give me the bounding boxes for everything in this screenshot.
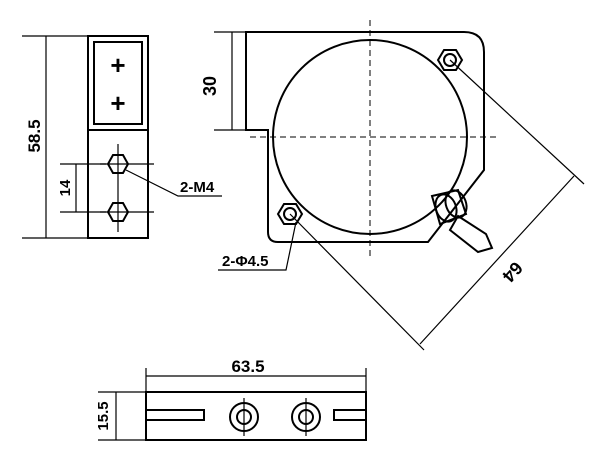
hex-nut-hole-bottom — [276, 203, 304, 225]
dim-label-58-5: 58.5 — [25, 119, 44, 152]
side-body-outline — [87, 35, 149, 239]
terminal-block — [93, 41, 143, 125]
bottom-view: 63.5 15.5 — [95, 357, 367, 441]
ext-line-64-top — [449, 59, 585, 185]
dim-label-14: 14 — [57, 179, 74, 196]
dim-line-64 — [419, 175, 575, 345]
dim-label-30: 30 — [200, 76, 220, 96]
slot-right — [333, 409, 367, 421]
gland-ring-1 — [434, 193, 458, 223]
slot-left — [145, 409, 205, 421]
hex-nut-hole-top — [436, 49, 464, 71]
leader-hole-dia — [218, 221, 297, 271]
front-body-outline — [245, 31, 485, 243]
plus-symbol-top: + — [110, 50, 125, 80]
dim-label-15-5: 15.5 — [95, 401, 112, 430]
label-2-m4: 2-M4 — [180, 179, 215, 196]
cable-gland — [430, 188, 494, 254]
hole-circle-bottom — [283, 207, 297, 221]
side-view: + + 58.5 14 2-M4 — [22, 35, 222, 239]
label-2-phi-4-5: 2-Φ4.5 — [222, 253, 269, 270]
mounting-hole-bottom-left — [276, 203, 304, 225]
dim-label-63-5: 63.5 — [231, 357, 264, 376]
hole-circle-top — [443, 53, 457, 67]
cable-stub — [448, 214, 494, 254]
leader-m4 — [125, 169, 222, 197]
mounting-hole-top-right — [436, 49, 464, 71]
front-view: 30 2-Φ4.5 64 — [200, 20, 585, 351]
plus-symbol-bottom: + — [110, 88, 125, 118]
dim-label-64: 64 — [498, 258, 526, 286]
ext-line-64-bottom — [289, 213, 425, 351]
